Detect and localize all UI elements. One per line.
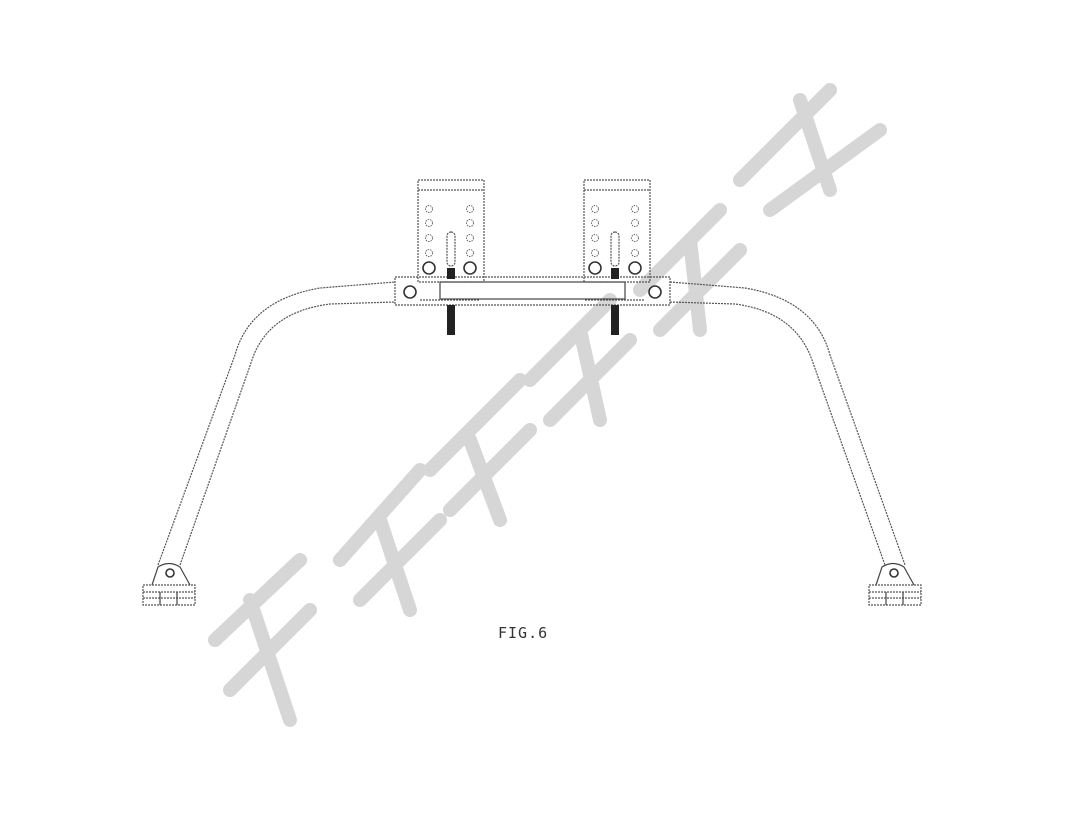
pivot-bolt-right xyxy=(648,285,662,299)
right-foot xyxy=(868,562,922,606)
watermark xyxy=(208,83,887,727)
pivot-bolt-left xyxy=(403,285,417,299)
left-foot xyxy=(142,562,196,606)
figure-label: FIG.6 xyxy=(498,624,549,642)
right-mounting-plate xyxy=(583,179,651,335)
left-mounting-plate xyxy=(417,179,485,335)
tube-frame xyxy=(157,281,906,566)
center-clamp-bar xyxy=(394,276,671,306)
